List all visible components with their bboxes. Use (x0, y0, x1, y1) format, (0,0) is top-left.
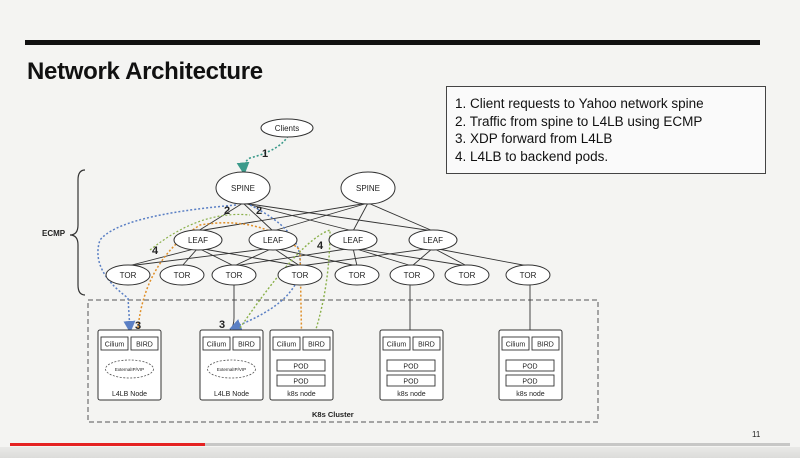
step-1: 1. Client requests to Yahoo network spin… (455, 96, 704, 111)
page-number: 11 (752, 430, 761, 439)
l4lb-1-cilium: Cilium (105, 342, 125, 349)
k8s-node-3: Cilium BIRD POD POD k8s node (498, 329, 563, 401)
tor-node-1: TOR (105, 264, 151, 286)
leaf-2-label: LEAF (263, 236, 283, 245)
ecmp-brace (69, 169, 86, 296)
tor-node-3: TOR (211, 264, 257, 286)
spine-2-label: SPINE (356, 184, 380, 193)
tor-node-6: TOR (389, 264, 435, 286)
tor-node-5: TOR (334, 264, 380, 286)
leaf-1-label: LEAF (188, 236, 208, 245)
leaf-node-2: LEAF (248, 229, 298, 251)
spine-leaf-links (197, 202, 434, 232)
spine-1-label: SPINE (231, 184, 255, 193)
tor-node-7: TOR (444, 264, 490, 286)
l4lb-1-vip: ExternalIP/VIP (115, 367, 144, 372)
arrow-clients-to-spine (236, 135, 289, 176)
tor-6-label: TOR (404, 271, 421, 280)
clients-label: Clients (275, 124, 299, 133)
l4lb-2-bird: BIRD (238, 342, 255, 349)
k8s-3-bird: BIRD (537, 342, 554, 349)
leaf-node-1: LEAF (173, 229, 223, 251)
l4lb-1-label: L4LB Node (112, 391, 147, 398)
slide-top-rule (25, 40, 760, 45)
marker-4b: 4 (317, 240, 324, 252)
arrow-l4lb-to-pod-2 (239, 229, 331, 361)
l4lb-node-2: Cilium BIRD ExternalIP/VIP L4LB Node (199, 329, 264, 401)
spine-node-1: SPINE (215, 171, 271, 205)
k8s-1-cilium: Cilium (277, 342, 297, 349)
marker-4a: 4 (152, 245, 159, 257)
k8s-2-bird: BIRD (418, 342, 435, 349)
arrow-l4lb-return (149, 213, 251, 251)
l4lb-2-cilium: Cilium (207, 342, 227, 349)
l4lb-1-bird: BIRD (136, 342, 153, 349)
video-progress-bar[interactable] (10, 443, 790, 446)
marker-3b: 3 (219, 319, 225, 331)
k8s-2-cilium: Cilium (387, 342, 407, 349)
tor-8-label: TOR (520, 271, 537, 280)
spine-node-2: SPINE (340, 171, 396, 205)
tor-2-label: TOR (174, 271, 191, 280)
leaf-node-4: LEAF (408, 229, 458, 251)
clients-node (260, 118, 314, 138)
k8s-node-1: Cilium BIRD POD POD k8s node (269, 329, 334, 401)
l4lb-2-vip: ExternalIP/VIP (217, 367, 246, 372)
k8s-1-label: k8s node (287, 391, 316, 398)
leaf-node-3: LEAF (328, 229, 378, 251)
arrow-spine-to-l4lb-1 (97, 204, 237, 333)
k8s-3-label: k8s node (516, 391, 545, 398)
step-2: 2. Traffic from spine to L4LB using ECMP (455, 113, 703, 129)
video-progress-fill (10, 443, 205, 446)
k8s-1-bird: BIRD (308, 342, 325, 349)
marker-2b: 2 (256, 205, 262, 217)
k8s-2-pod-2: POD (403, 379, 418, 386)
l4lb-2-label: L4LB Node (214, 391, 249, 398)
leaf-tor-links (127, 247, 529, 267)
tor-node-4: TOR (277, 264, 323, 286)
tor-4-label: TOR (292, 271, 309, 280)
leaf-3-label: LEAF (343, 236, 363, 245)
leaf-4-label: LEAF (423, 236, 443, 245)
tor-7-label: TOR (459, 271, 476, 280)
steps-box: 1. Client requests to Yahoo network spin… (446, 86, 766, 174)
k8s-2-label: k8s node (397, 391, 426, 398)
player-controls-strip (0, 447, 800, 458)
k8s-3-cilium: Cilium (506, 342, 526, 349)
k8s-cluster-label: K8s Cluster (312, 410, 354, 419)
marker-1: 1 (262, 148, 268, 160)
arrow-l4lb-to-pod-1 (137, 222, 308, 363)
marker-2a: 2 (224, 205, 230, 217)
marker-3a: 3 (135, 320, 141, 332)
ecmp-label: ECMP (42, 229, 66, 238)
slide-title: Network Architecture (27, 58, 263, 85)
k8s-node-2: Cilium BIRD POD POD k8s node (379, 329, 444, 401)
step-3: 3. XDP forward from L4LB (455, 131, 613, 146)
tor-node-2: TOR (159, 264, 205, 286)
step-4: 4. L4LB to backend pods. (455, 148, 609, 164)
tor-5-label: TOR (349, 271, 366, 280)
k8s-cluster-boundary (87, 299, 599, 423)
tor-node-8: TOR (505, 264, 551, 286)
k8s-3-pod-2: POD (522, 379, 537, 386)
k8s-1-pod-2: POD (293, 379, 308, 386)
tor-node-links (229, 284, 531, 331)
tor-3-label: TOR (226, 271, 243, 280)
l4lb-node-1: Cilium BIRD ExternalIP/VIP L4LB Node (97, 329, 162, 401)
k8s-2-pod-1: POD (403, 364, 418, 371)
k8s-1-pod-1: POD (293, 364, 308, 371)
tor-1-label: TOR (120, 271, 137, 280)
k8s-3-pod-1: POD (522, 364, 537, 371)
